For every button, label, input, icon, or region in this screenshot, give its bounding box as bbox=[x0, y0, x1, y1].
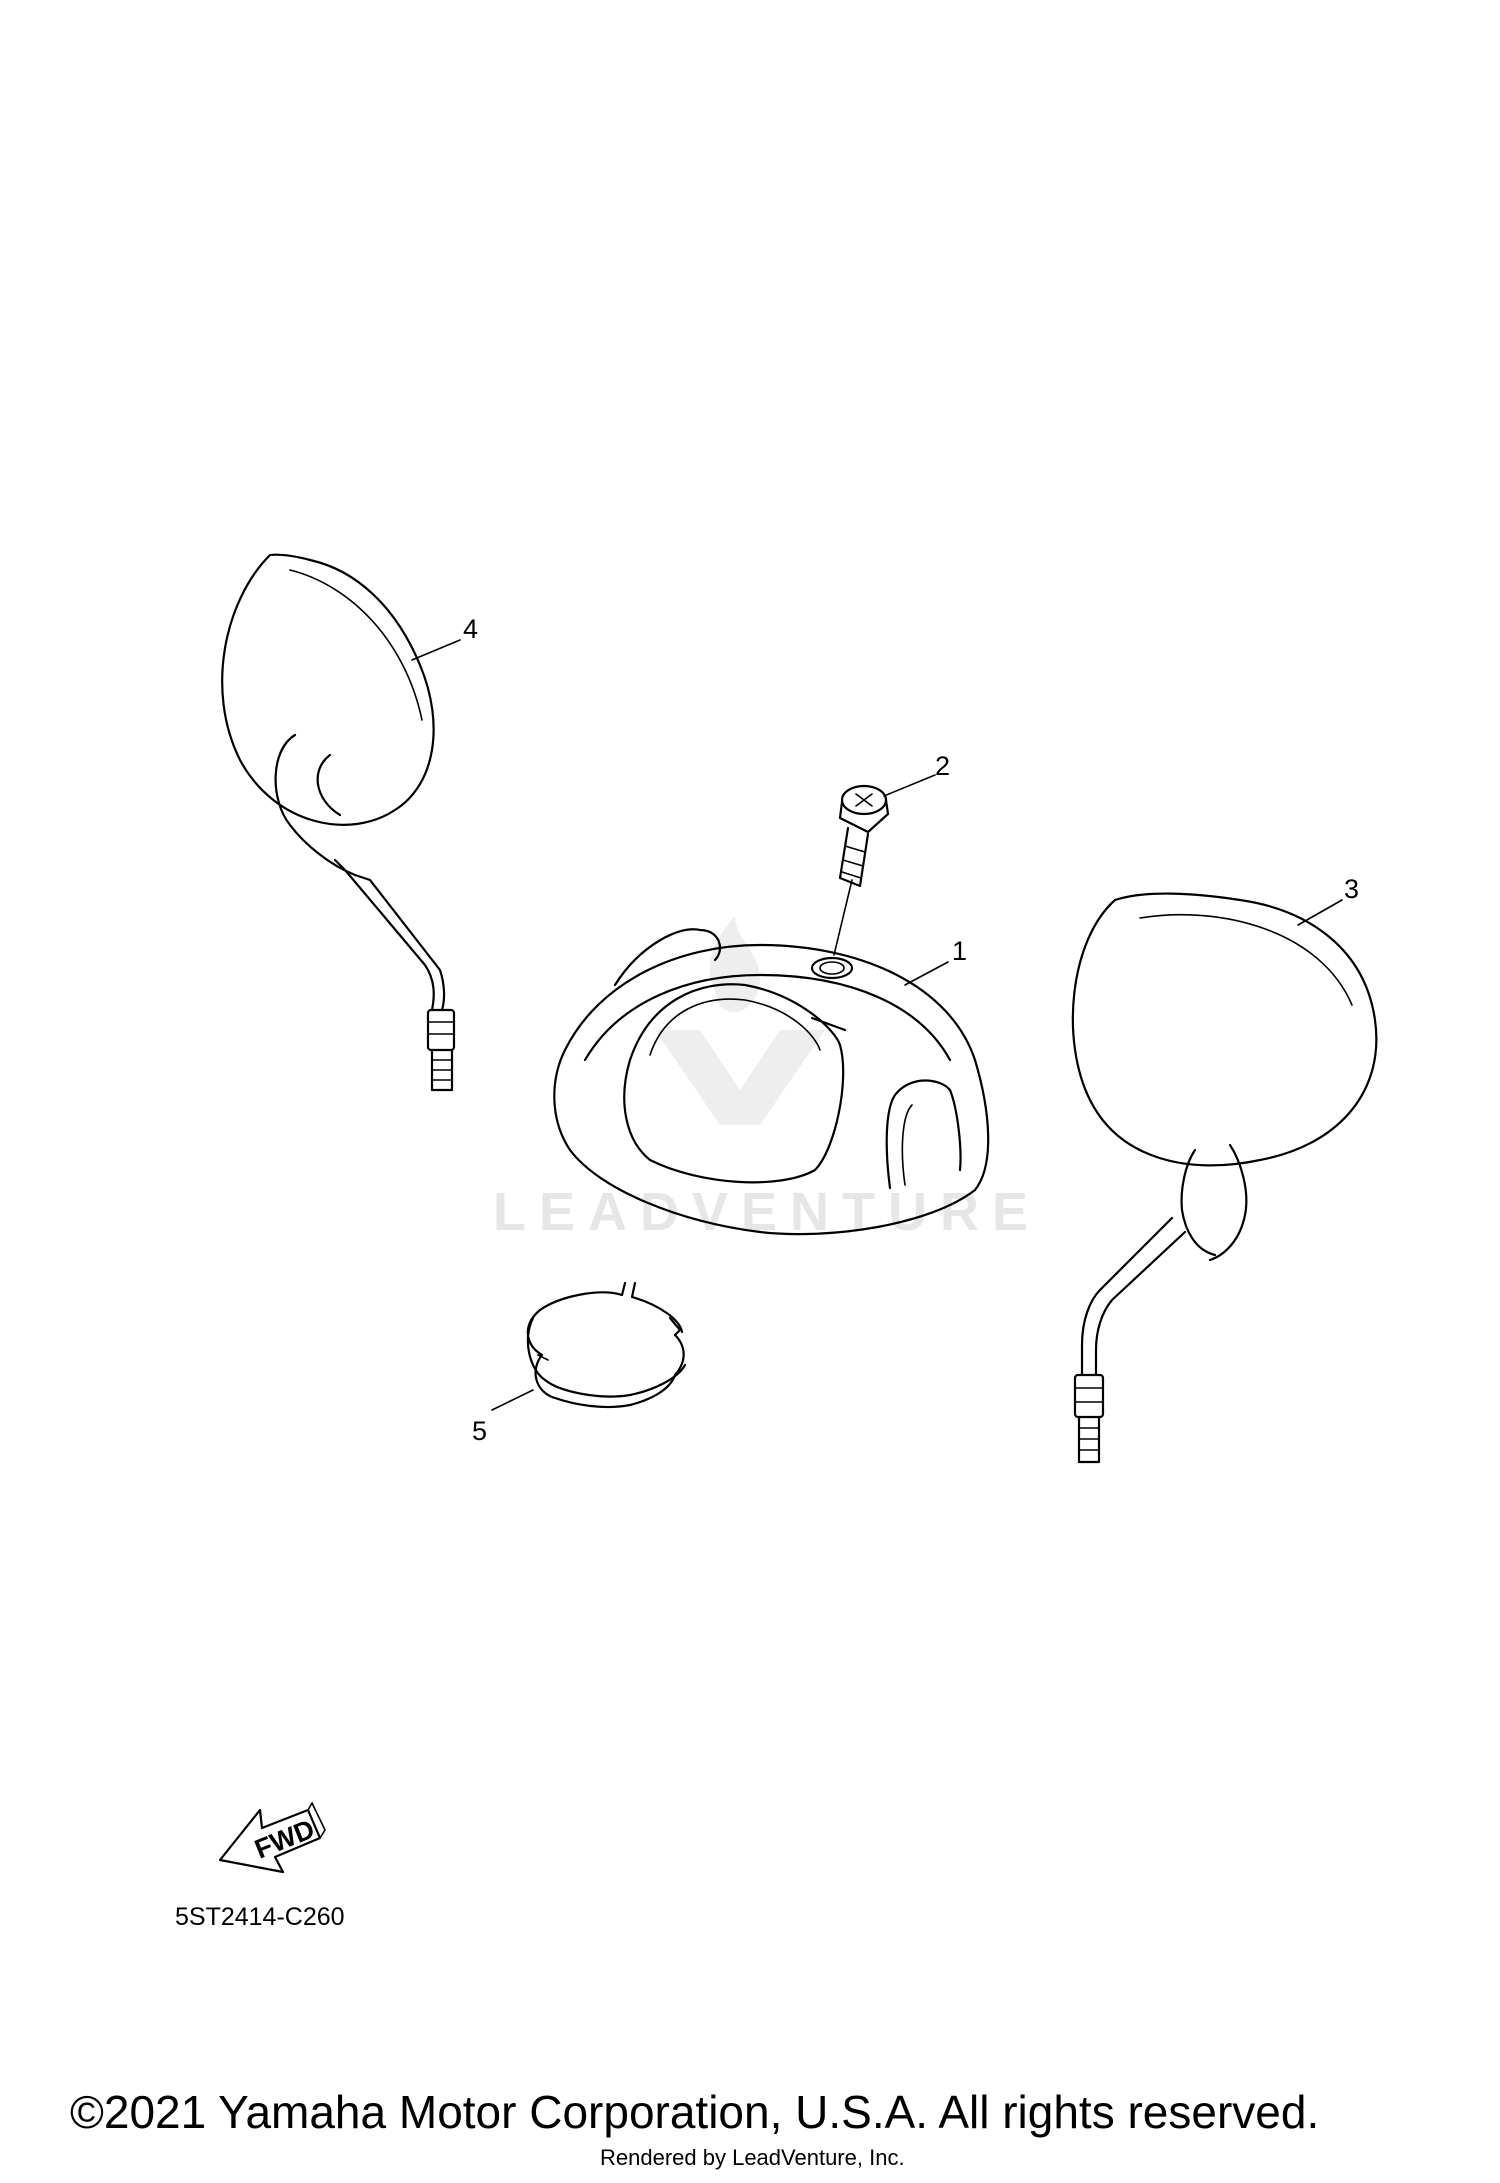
rendered-by-notice: Rendered by LeadVenture, Inc. bbox=[600, 2145, 905, 2170]
copyright-notice: ©2021 Yamaha Motor Corporation, U.S.A. A… bbox=[70, 2086, 1319, 2138]
part-1-headlight-cover[interactable]: 1 bbox=[553, 928, 990, 1236]
part-2-screw[interactable]: 2 bbox=[833, 751, 950, 956]
part-4-left-mirror[interactable]: 4 bbox=[221, 553, 478, 1092]
callout-1: 1 bbox=[952, 936, 967, 966]
leadventure-logo-icon bbox=[655, 915, 825, 1125]
fwd-arrow-icon: FWD bbox=[218, 1802, 326, 1874]
callout-2: 2 bbox=[935, 751, 950, 781]
callout-3: 3 bbox=[1344, 874, 1359, 904]
callout-4: 4 bbox=[463, 614, 478, 644]
part-3-right-mirror[interactable]: 3 bbox=[1071, 874, 1378, 1464]
diagram-code: 5ST2414-C260 bbox=[175, 1903, 345, 1931]
part-5-clamp[interactable]: 5 bbox=[472, 1281, 687, 1446]
callout-5: 5 bbox=[472, 1416, 487, 1446]
